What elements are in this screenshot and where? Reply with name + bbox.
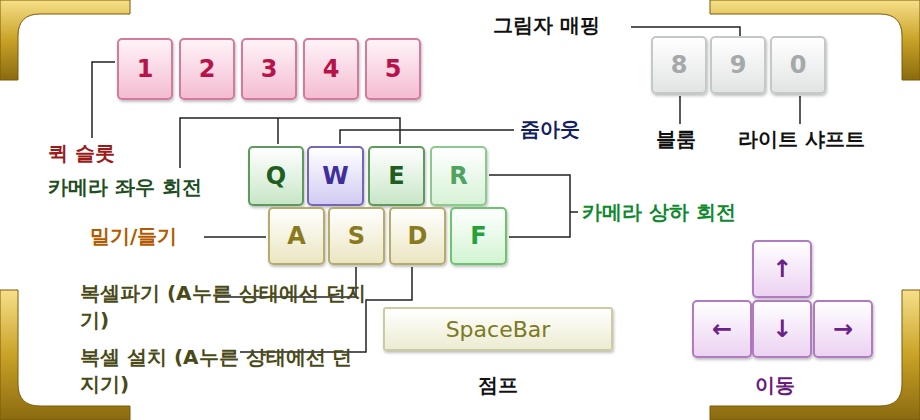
keycap: 1 (117, 38, 173, 100)
key-legend: F (470, 222, 486, 250)
keycap: ↓ (752, 300, 812, 358)
key-legend: 1 (137, 55, 154, 83)
keycap: E (368, 146, 425, 206)
keycap: R (430, 146, 487, 206)
key-legend: R (449, 162, 467, 190)
control-label: 퀵 슬롯 (48, 140, 115, 167)
key-legend: SpaceBar (446, 317, 551, 342)
key-legend: E (388, 162, 404, 190)
control-label: 카메라 상하 회전 (582, 199, 736, 226)
control-label: 이동 (755, 372, 795, 399)
keycap: D (389, 207, 446, 265)
keycap: 2 (179, 38, 235, 100)
keycap: S (328, 207, 385, 265)
key-legend: A (287, 222, 306, 250)
control-label: 블룸 (656, 126, 696, 153)
key-legend: Q (266, 162, 286, 190)
keycap: → (813, 300, 873, 358)
keycap: 8 (651, 36, 707, 94)
control-label: 점프 (478, 372, 518, 399)
control-label: 밀기/들기 (90, 223, 177, 250)
keycap: A (268, 207, 325, 265)
key-legend: ↑ (772, 255, 792, 283)
keycap: 3 (241, 38, 297, 100)
key-legend: ↓ (772, 315, 792, 343)
keycap: SpaceBar (383, 307, 613, 351)
keycap: ↑ (752, 240, 812, 298)
key-legend: ← (712, 315, 732, 343)
key-legend: 8 (671, 51, 688, 79)
key-legend: D (408, 222, 428, 250)
keycap: ← (692, 300, 752, 358)
keycap: W (307, 146, 364, 206)
key-legend: 4 (323, 55, 340, 83)
keycap: 5 (365, 38, 421, 100)
control-label: 복셀 설치 (A누른 상태에선 던지기) (80, 344, 370, 398)
control-label: 그림자 매핑 (493, 12, 600, 39)
keycap: F (450, 207, 507, 265)
control-label: 라이트 샤프트 (738, 126, 865, 153)
key-legend: 2 (199, 55, 216, 83)
key-legend: → (833, 315, 853, 343)
key-legend: 9 (730, 51, 747, 79)
keycap: 4 (303, 38, 359, 100)
control-label: 복셀파기 (A누른 상태에선 던지기) (80, 280, 370, 334)
control-label: 카메라 좌우 회전 (48, 174, 202, 201)
keycap: 0 (770, 36, 826, 94)
key-legend: 0 (790, 51, 807, 79)
key-legend: 5 (385, 55, 402, 83)
keycap: 9 (710, 36, 766, 94)
keycap: Q (248, 146, 304, 206)
key-legend: W (322, 162, 348, 190)
key-legend: 3 (261, 55, 278, 83)
control-label: 줌아웃 (520, 116, 580, 143)
key-legend: S (348, 222, 365, 250)
